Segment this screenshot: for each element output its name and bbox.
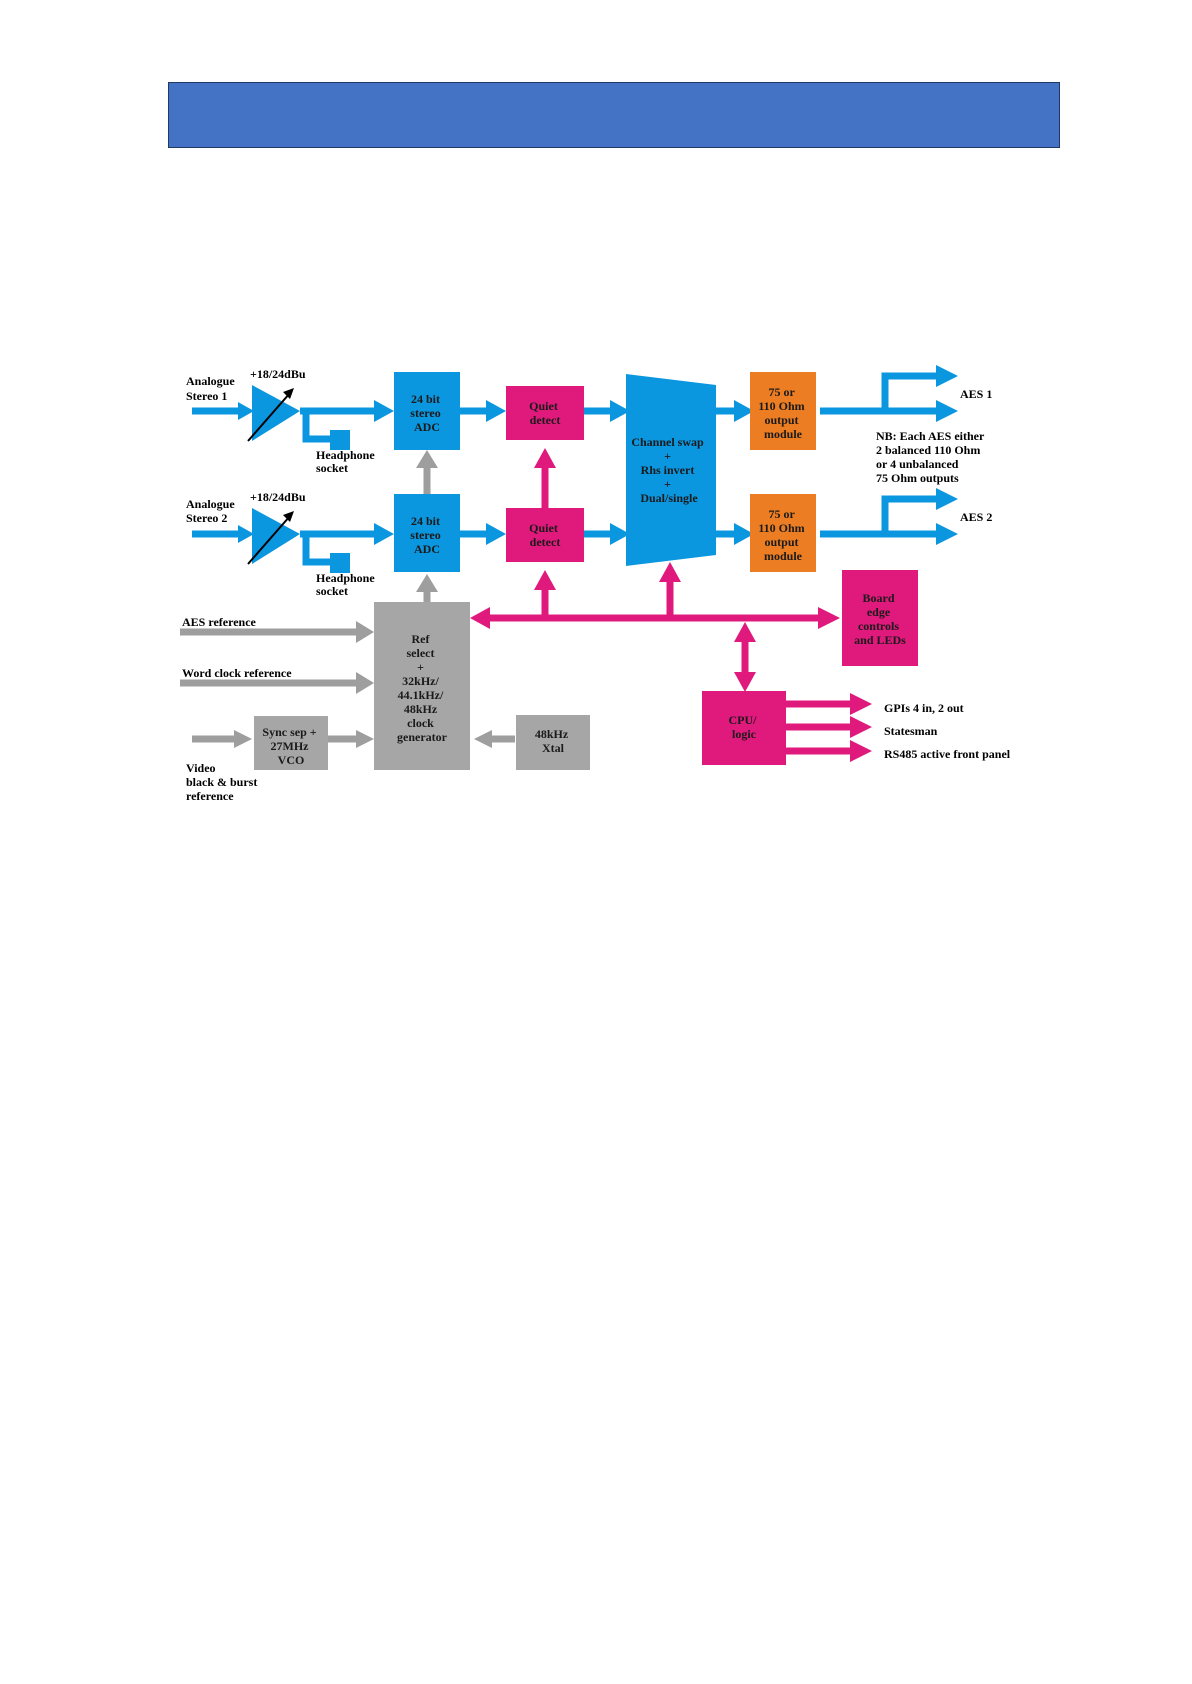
cpu-logic-label: CPU/ logic	[729, 713, 760, 741]
amplifier-2	[248, 508, 300, 564]
adc-label-2: 24 bit stereo ADC	[410, 514, 443, 556]
gpi-label: GPIs 4 in, 2 out	[884, 701, 964, 715]
amplifier-1	[248, 385, 300, 441]
headphone-socket-2	[330, 553, 350, 573]
video-reference-label: Video black & burst reference	[186, 761, 260, 803]
aes-reference-label: AES reference	[182, 615, 257, 629]
headphone-socket-1	[330, 430, 350, 450]
rs485-label: RS485 active front panel	[884, 747, 1011, 761]
aes1-label: AES 1	[960, 387, 992, 401]
gain-label-1: +18/24dBu	[250, 367, 306, 381]
gain-label-2: +18/24dBu	[250, 490, 306, 504]
headphone-label-2: Headphone socket	[316, 571, 378, 598]
input-label-analogue-1: Analogue Stereo 1	[186, 374, 238, 403]
aes-output-note: NB: Each AES either 2 balanced 110 Ohm o…	[876, 429, 987, 485]
adc-label-1: 24 bit stereo ADC	[410, 392, 443, 434]
quiet-detect-label-2: Quiet detect	[529, 521, 561, 549]
quiet-detect-label-1: Quiet detect	[529, 399, 561, 427]
word-clock-label: Word clock reference	[182, 666, 292, 680]
aes2-label: AES 2	[960, 510, 992, 524]
channel-swap-label: Channel swap + Rhs invert + Dual/single	[631, 435, 706, 505]
input-label-analogue-2: Analogue Stereo 2	[186, 497, 238, 525]
headphone-label-1: Headphone socket	[316, 448, 378, 475]
statesman-label: Statesman	[884, 724, 938, 738]
